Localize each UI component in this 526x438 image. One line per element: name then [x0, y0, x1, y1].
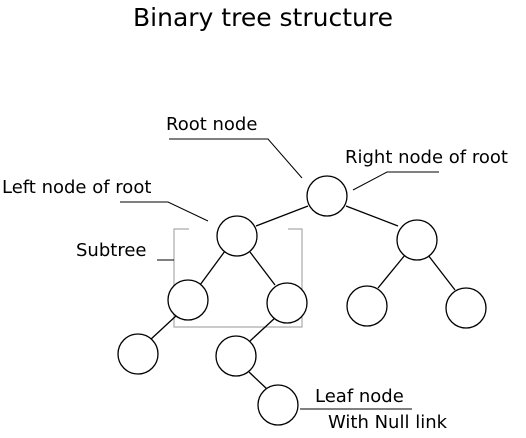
edge-root-left	[255, 205, 309, 227]
label-right-node-of-root: Right node of root	[345, 147, 508, 168]
node-left-right	[266, 282, 308, 324]
label-left-node-of-root: Left node of root	[2, 177, 151, 198]
edge-right-leftchild	[377, 254, 406, 289]
tree-nodes	[117, 175, 487, 426]
leader-root-node	[169, 138, 303, 179]
subtree-box	[173, 228, 303, 328]
node-left-left	[167, 279, 209, 321]
node-root	[306, 175, 348, 217]
node-right-of-root	[396, 219, 438, 261]
node-left-right-left	[215, 335, 257, 377]
node-leaf	[257, 384, 299, 426]
edge-lrl-child	[248, 371, 269, 391]
label-subtree: Subtree	[76, 240, 146, 261]
edge-lr-child	[249, 316, 277, 342]
edge-ll-child	[149, 314, 178, 341]
leader-right-node-of-root	[352, 171, 439, 191]
label-root-node: Root node	[166, 114, 257, 135]
node-right-right	[445, 287, 487, 329]
leader-left-node-of-root	[120, 201, 209, 222]
diagram-title: Binary tree structure	[133, 3, 393, 32]
node-left-of-root	[216, 215, 258, 257]
edge-right-rightchild	[427, 254, 456, 291]
label-leaf-node: Leaf node	[315, 386, 404, 407]
node-right-left	[346, 285, 388, 327]
edge-left-leftchild	[199, 250, 226, 286]
edge-left-rightchild	[249, 251, 276, 286]
label-null-link: With Null link	[328, 412, 448, 433]
edge-root-right	[345, 205, 399, 227]
tree-edges	[149, 205, 456, 391]
node-left-left-left	[117, 333, 159, 375]
